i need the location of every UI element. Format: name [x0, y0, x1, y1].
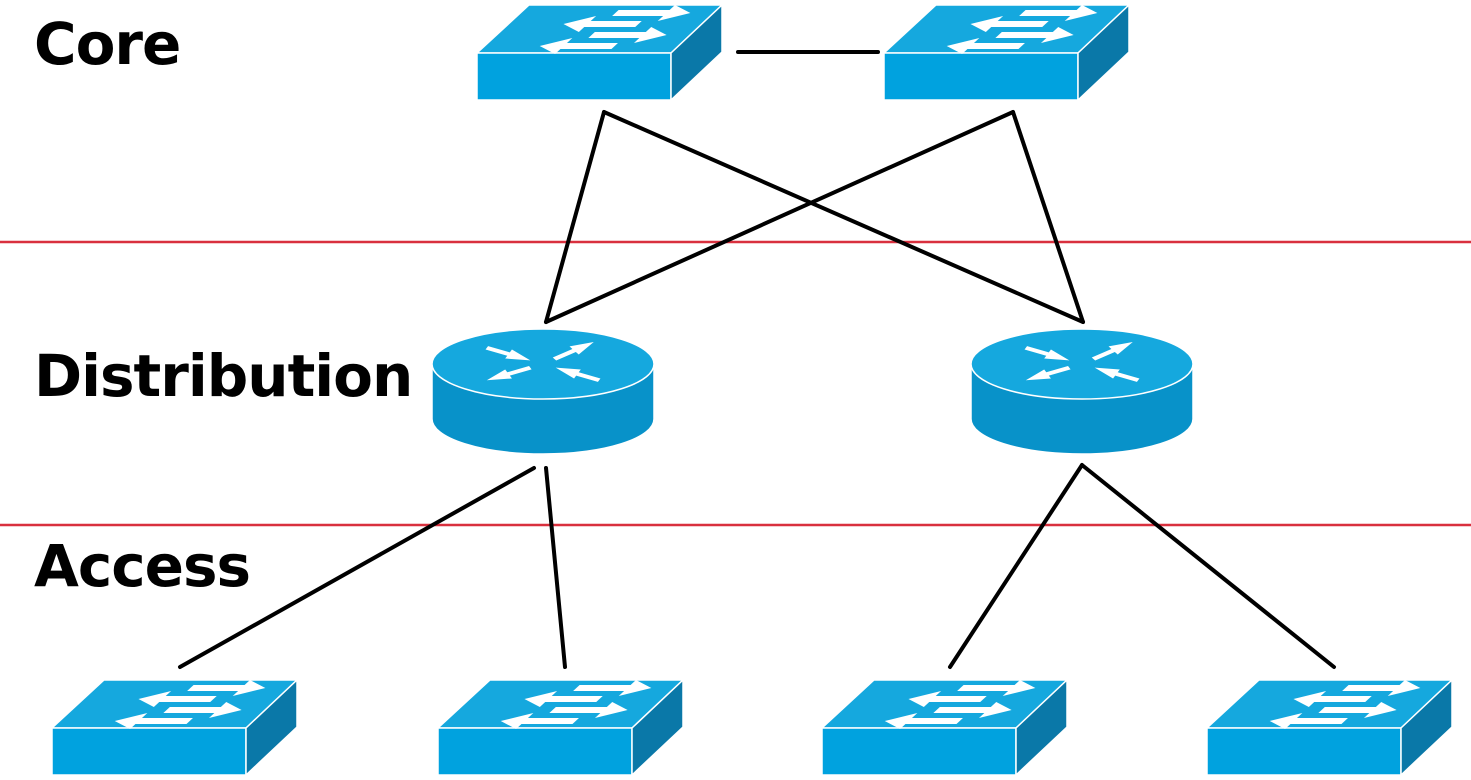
link-core-switch-2-to-distribution-router-1: [544, 110, 1015, 324]
link-distribution-router-1-to-access-switch-1: [178, 466, 536, 669]
link-distribution-router-1-to-access-switch-2: [544, 466, 567, 669]
layer-label-distribution: Distribution: [34, 342, 412, 410]
layer-label-core: Core: [34, 10, 180, 78]
distribution-router-1-router-icon[interactable]: [431, 328, 655, 455]
link-core-switch-1-to-distribution-router-1: [544, 110, 606, 324]
links: [178, 50, 1336, 669]
link-distribution-router-2-to-access-switch-4: [1080, 463, 1336, 669]
access-switch-2-workgroup-switch-icon[interactable]: [436, 678, 685, 777]
access-switch-4-workgroup-switch-icon[interactable]: [1205, 678, 1454, 777]
access-switch-3-workgroup-switch-icon[interactable]: [820, 678, 1069, 777]
link-distribution-router-2-to-access-switch-3: [948, 463, 1084, 669]
layer-label-access: Access: [34, 532, 250, 600]
core-switch-1-workgroup-switch-icon[interactable]: [475, 3, 724, 102]
link-core-switch-1-to-distribution-router-2: [602, 110, 1085, 324]
distribution-router-2-router-icon[interactable]: [970, 328, 1194, 455]
devices: [50, 3, 1454, 777]
core-switch-2-workgroup-switch-icon[interactable]: [882, 3, 1131, 102]
link-core-switch-2-to-distribution-router-2: [1011, 110, 1085, 324]
access-switch-1-workgroup-switch-icon[interactable]: [50, 678, 299, 777]
